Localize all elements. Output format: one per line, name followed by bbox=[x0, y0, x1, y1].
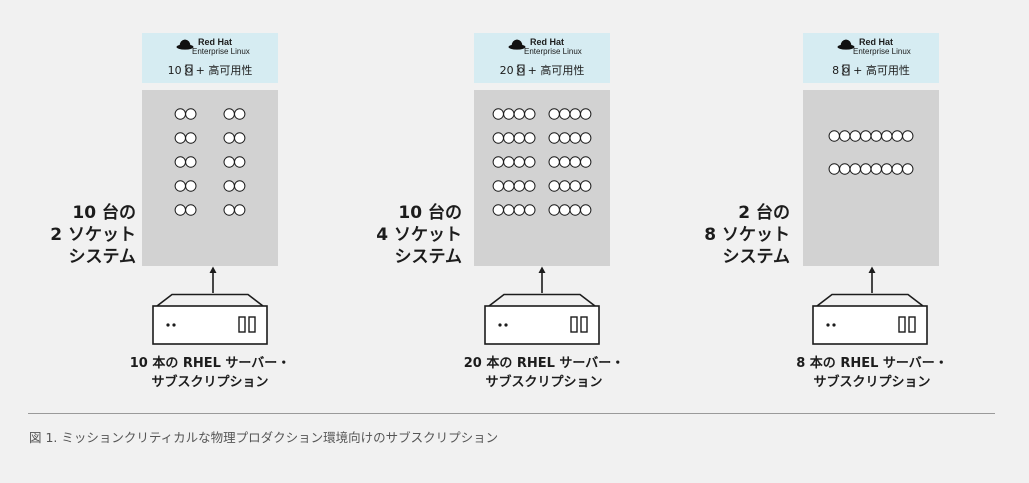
rhel-subscription-box: Red Hat Enterprise Linux 8 + 高可用性 bbox=[803, 33, 939, 83]
socket-circle bbox=[185, 108, 197, 120]
subscription-badge-icon bbox=[516, 64, 525, 76]
server-subscription-label: 10 本の RHEL サーバー・ サブスクリプション bbox=[129, 356, 291, 390]
socket-circle bbox=[881, 130, 893, 142]
server-icon bbox=[484, 293, 600, 345]
addon-label: + 高可用性 bbox=[527, 63, 585, 77]
caption-divider bbox=[28, 413, 995, 414]
red-hat-fedora-icon bbox=[508, 39, 526, 50]
rhel-brand: Red Hat bbox=[859, 37, 894, 47]
socket-circle bbox=[234, 204, 246, 216]
subscription-badge-icon bbox=[841, 64, 850, 76]
socket-grid bbox=[828, 130, 914, 175]
socket-circle bbox=[891, 130, 903, 142]
socket-circle bbox=[870, 163, 882, 175]
socket-circle bbox=[860, 163, 872, 175]
socket-circle bbox=[580, 156, 592, 168]
socket-circle bbox=[524, 180, 536, 192]
socket-circle bbox=[902, 163, 914, 175]
rhel-product: Enterprise Linux bbox=[524, 47, 582, 56]
rhel-subscription-box: Red Hat Enterprise Linux 20 + 高可用性 bbox=[474, 33, 610, 83]
subscription-count: 20 bbox=[499, 63, 514, 77]
rhel-product: Enterprise Linux bbox=[853, 47, 911, 56]
socket-circle bbox=[185, 156, 197, 168]
socket-circle bbox=[839, 130, 851, 142]
socket-circle bbox=[828, 130, 840, 142]
rhel-brand: Red Hat bbox=[530, 37, 565, 47]
red-hat-fedora-icon bbox=[837, 39, 855, 50]
socket-circle bbox=[849, 163, 861, 175]
rhel-brand: Red Hat bbox=[198, 37, 233, 47]
system-label: 10 台の 2 ソケット システム bbox=[50, 203, 136, 267]
rhel-product: Enterprise Linux bbox=[192, 47, 250, 56]
socket-circle bbox=[580, 180, 592, 192]
socket-circle bbox=[234, 132, 246, 144]
socket-circle bbox=[849, 130, 861, 142]
arrow-up-icon bbox=[538, 266, 546, 293]
socket-circle bbox=[234, 108, 246, 120]
socket-circle bbox=[870, 130, 882, 142]
subscription-line: 8 + 高可用性 bbox=[803, 63, 939, 77]
socket-circle bbox=[891, 163, 903, 175]
socket-circle bbox=[902, 130, 914, 142]
arrow-up-icon bbox=[209, 266, 217, 293]
socket-circle bbox=[234, 156, 246, 168]
server-rack bbox=[142, 90, 278, 266]
socket-circle bbox=[524, 132, 536, 144]
subscription-count: 8 bbox=[832, 63, 840, 77]
server-subscription-label: 8 本の RHEL サーバー・ サブスクリプション bbox=[796, 356, 948, 390]
arrow-up-icon bbox=[868, 266, 876, 293]
socket-circle bbox=[828, 163, 840, 175]
socket-circle bbox=[185, 132, 197, 144]
subscription-count: 10 bbox=[167, 63, 182, 77]
socket-circle bbox=[524, 108, 536, 120]
socket-circle bbox=[185, 180, 197, 192]
server-icon bbox=[812, 293, 928, 345]
socket-circle bbox=[185, 204, 197, 216]
rhel-subscription-box: Red Hat Enterprise Linux 10 + 高可用性 bbox=[142, 33, 278, 83]
addon-label: + 高可用性 bbox=[195, 63, 253, 77]
subscription-badge-icon bbox=[184, 64, 193, 76]
socket-grid bbox=[174, 108, 246, 216]
socket-circle bbox=[580, 108, 592, 120]
socket-circle bbox=[839, 163, 851, 175]
socket-circle bbox=[580, 132, 592, 144]
socket-circle bbox=[524, 156, 536, 168]
system-label: 2 台の 8 ソケット システム bbox=[704, 203, 790, 267]
socket-circle bbox=[860, 130, 872, 142]
addon-label: + 高可用性 bbox=[853, 63, 910, 77]
socket-circle bbox=[580, 204, 592, 216]
system-label: 10 台の 4 ソケット システム bbox=[376, 203, 462, 267]
socket-circle bbox=[524, 204, 536, 216]
server-rack bbox=[474, 90, 610, 266]
server-subscription-label: 20 本の RHEL サーバー・ サブスクリプション bbox=[463, 356, 625, 390]
subscription-line: 10 + 高可用性 bbox=[142, 63, 278, 77]
socket-grid bbox=[492, 108, 592, 216]
red-hat-fedora-icon bbox=[176, 39, 194, 50]
server-rack bbox=[803, 90, 939, 266]
server-icon bbox=[152, 293, 268, 345]
socket-circle bbox=[234, 180, 246, 192]
socket-circle bbox=[881, 163, 893, 175]
subscription-line: 20 + 高可用性 bbox=[474, 63, 610, 77]
figure-caption: 図 1. ミッションクリティカルな物理プロダクション環境向けのサブスクリプション bbox=[29, 430, 499, 445]
